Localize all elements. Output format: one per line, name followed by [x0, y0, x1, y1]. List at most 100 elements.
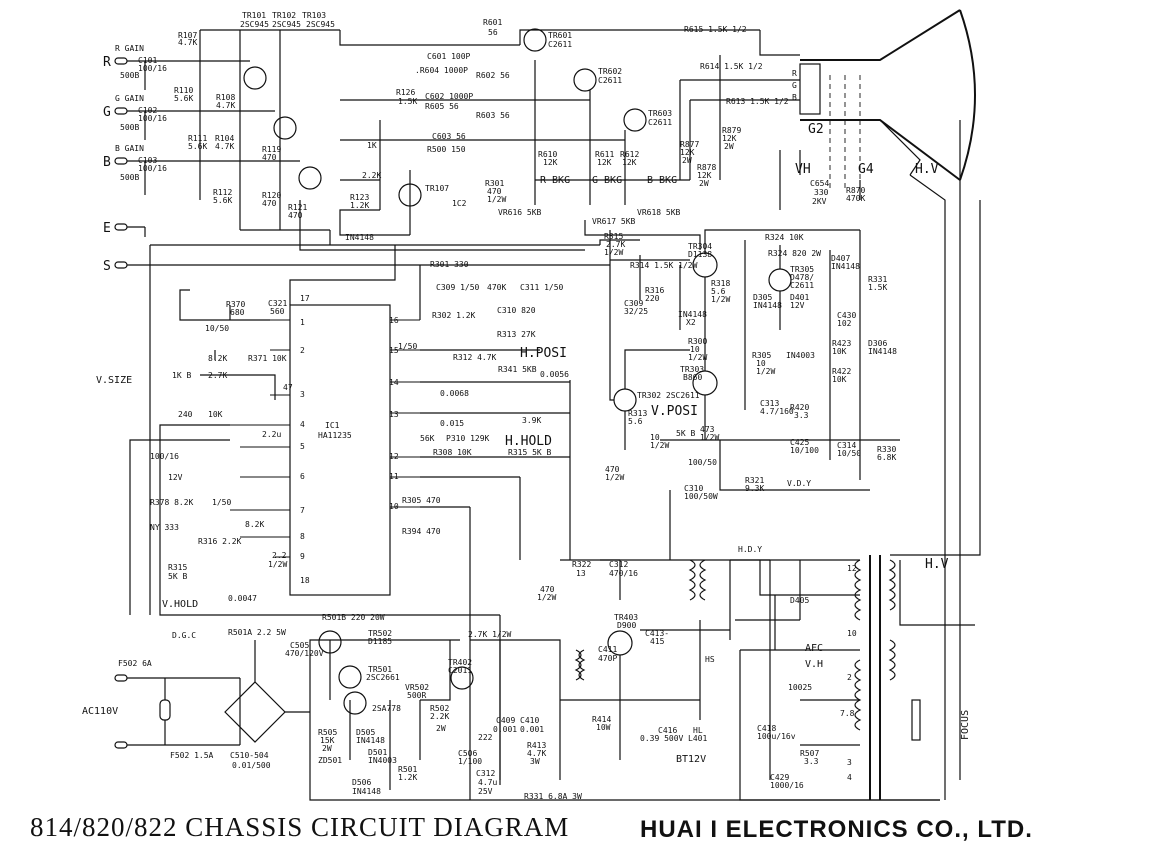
r302-label: R302 1.2K — [432, 311, 476, 320]
r502-label: R502 — [430, 704, 449, 713]
ic1-left-pins: 1 2 3 4 5 6 7 8 9 — [300, 318, 305, 561]
tr302-label: TR302 2SC2611 — [637, 391, 700, 400]
c603-label: C603 56 — [432, 132, 466, 141]
focus-vr[interactable] — [911, 699, 921, 741]
r502-value: 2.2K — [430, 712, 449, 721]
ac-input-jack-2[interactable] — [114, 741, 128, 749]
video-amp-wiring — [127, 29, 800, 615]
r-input-jack[interactable] — [114, 57, 128, 65]
r104-label: R104 — [215, 134, 234, 143]
r110-label: R110 — [174, 86, 193, 95]
c309b-value: 32/25 — [624, 307, 648, 316]
c429-label: C429 — [770, 773, 789, 782]
c430-label: C430 — [837, 311, 856, 320]
r413-watt: 3W — [530, 757, 540, 766]
d407-label: D407 — [831, 254, 850, 263]
vr616-label: VR616 5KB — [498, 208, 542, 217]
c2-2u-label: 2.2u — [262, 430, 281, 439]
r470b-watt: 1/2W — [537, 593, 556, 602]
c313-value: 4.7/160 — [760, 407, 794, 416]
r324b-label: R324 820 2W — [768, 249, 821, 258]
ic1-pin-8: 8 — [300, 532, 305, 541]
r602-label: R602 56 — [476, 71, 510, 80]
tr602-type: C2611 — [598, 76, 622, 85]
r611-value: 12K — [597, 158, 612, 167]
r604-label: .R604 1000P — [415, 66, 468, 75]
r414-value: 10W — [596, 723, 611, 732]
r107-label: R107 — [178, 31, 197, 40]
b-input-label: B — [103, 155, 111, 170]
ic1-pin-5: 5 — [300, 442, 305, 451]
c103-value: 100/16 — [138, 164, 167, 173]
r879-label: R879 — [722, 126, 741, 135]
ic1-right-pins: 16 15 14 13 12 11 10 — [389, 316, 399, 511]
c410-label: C410 — [520, 716, 539, 725]
e-input-jack[interactable] — [114, 223, 128, 231]
hdy-label: H.D.Y — [738, 545, 762, 554]
c309-label: C309 1/50 — [436, 283, 480, 292]
ic1-pin-12: 12 — [389, 452, 399, 461]
r315c-label: R315 — [604, 232, 623, 241]
vr502-value: 500R — [407, 691, 426, 700]
r370-value: 680 — [230, 308, 245, 317]
r470a-label: 470 — [605, 465, 620, 474]
ac-input-label: AC110V — [82, 706, 118, 717]
c1-50b-label: 1/50 — [212, 498, 231, 507]
r394-label: R394 470 — [402, 527, 441, 536]
ic1-pin-1: 1 — [300, 318, 305, 327]
b-input-jack[interactable] — [114, 157, 128, 165]
r878-label: R878 — [697, 163, 716, 172]
c425-label: C425 — [790, 438, 809, 447]
vr-2-2k: 2.2K — [362, 171, 381, 180]
r870-value: 470K — [846, 194, 865, 203]
d501-label: D501 — [368, 748, 387, 757]
tr101-type: 2SC945 — [240, 20, 269, 29]
r316b-label: R316 — [645, 286, 664, 295]
ic1-pin-11: 11 — [389, 472, 399, 481]
r473-watt: 1/2W — [700, 433, 719, 442]
tr503-symbol — [343, 691, 367, 715]
ic1-block: IC1 HA11235 17 18 1 2 3 4 5 6 7 8 9 16 1… — [159, 245, 570, 616]
c418-value: 100u/16v — [757, 732, 796, 741]
r500-label: R500 150 — [427, 145, 466, 154]
tap-2: 2 — [847, 673, 852, 682]
s-input-jack[interactable] — [114, 261, 128, 269]
c0068-label: 0.0068 — [440, 389, 469, 398]
c411-value: 470P — [598, 654, 617, 663]
d305-label: D305 — [753, 293, 772, 302]
r331-value: 1.5K — [868, 283, 887, 292]
r112-value: 5.6K — [213, 196, 232, 205]
g-gain-label: G GAIN — [115, 94, 144, 103]
r110-value: 5.6K — [174, 94, 193, 103]
r507-label: R507 — [800, 749, 819, 758]
r2-2-label: 2.2 — [272, 551, 287, 560]
r305b-value: 10 — [756, 359, 766, 368]
r420-value: 3.3 — [794, 411, 809, 420]
r341-label: R341 5KB — [498, 365, 537, 374]
r305b-watt: 1/2W — [756, 367, 775, 376]
r56k-label: 56K — [420, 434, 435, 443]
r123-label: R123 — [350, 193, 369, 202]
bt12v-label: BT12V — [676, 754, 706, 765]
c429-value: 1000/16 — [770, 781, 804, 790]
b-gain-label: B GAIN — [115, 144, 144, 153]
tr601-type: C2611 — [548, 40, 572, 49]
d401-label: D401 — [790, 293, 809, 302]
c015-label: 0.015 — [440, 419, 464, 428]
c409-value: 0.001 — [493, 725, 517, 734]
vr1kb-label: 1K B — [172, 371, 191, 380]
r2-7k-label: 2.7K — [208, 371, 227, 380]
ic1-pin-4: 4 — [300, 420, 305, 429]
ac-input-jack-1[interactable] — [114, 674, 128, 682]
c10-50-label: 10/50 — [205, 324, 229, 333]
r322-label: R322 — [572, 560, 591, 569]
r501a-label: R501A 2.2 5W — [228, 628, 286, 637]
g-input-jack[interactable] — [114, 107, 128, 115]
r301a-label: R301 — [485, 179, 504, 188]
vh-label: V.H — [805, 659, 823, 670]
r315b-label: R315 5K B — [508, 448, 552, 457]
r422-label: R422 — [832, 367, 851, 376]
r423-label: R423 — [832, 339, 851, 348]
r107-value: 4.7K — [178, 38, 197, 47]
c654-value: 330 — [814, 188, 829, 197]
